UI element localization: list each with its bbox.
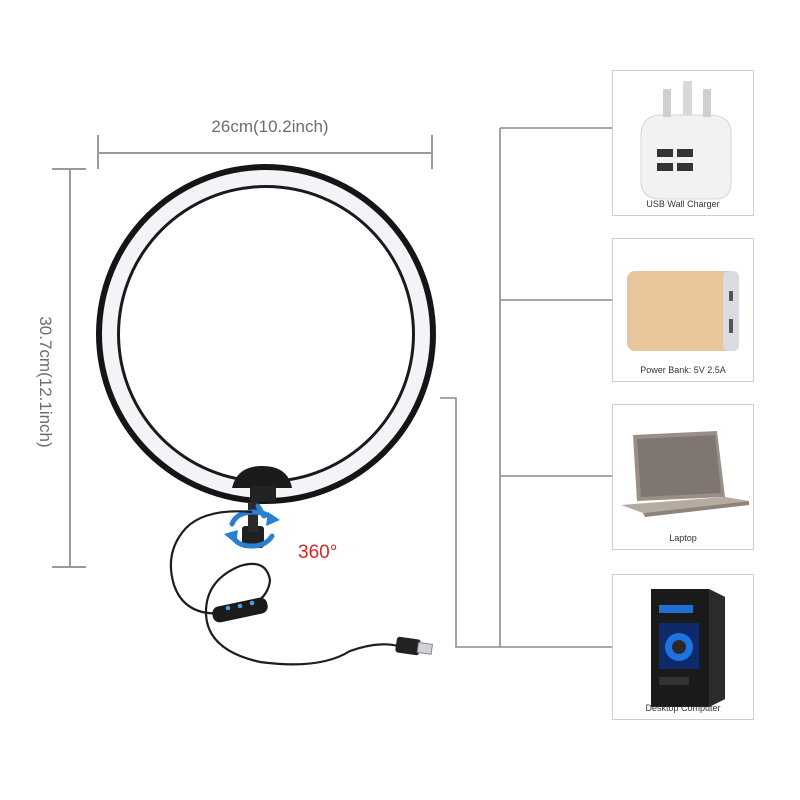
card-caption: Laptop (669, 533, 697, 543)
width-dimension-line (97, 135, 433, 169)
inline-switch (212, 597, 268, 623)
wall-charger-image (640, 81, 732, 200)
connector-lines (440, 127, 612, 648)
power-bank-image (627, 271, 739, 351)
laptop-image (621, 431, 749, 517)
desktop-computer-image (651, 589, 725, 707)
card-caption: USB Wall Charger (646, 199, 720, 209)
card-power-bank: Power Bank: 5V 2.5A (612, 238, 754, 382)
card-caption: Power Bank: 5V 2.5A (640, 365, 726, 375)
ring-mount-base (232, 466, 292, 488)
card-caption: Desktop Computer (645, 703, 721, 713)
rotation-label: 360° (298, 542, 338, 563)
ring-light (96, 164, 436, 504)
card-desktop-computer: Desktop Computer (612, 574, 754, 720)
card-laptop: Laptop (612, 404, 754, 550)
height-dimension-line (52, 168, 86, 568)
usb-cable (169, 510, 399, 666)
usb-plug (395, 636, 421, 656)
width-dimension-label: 26cm(10.2inch) (211, 117, 329, 136)
card-usb-wall-charger: USB Wall Charger (612, 70, 754, 216)
